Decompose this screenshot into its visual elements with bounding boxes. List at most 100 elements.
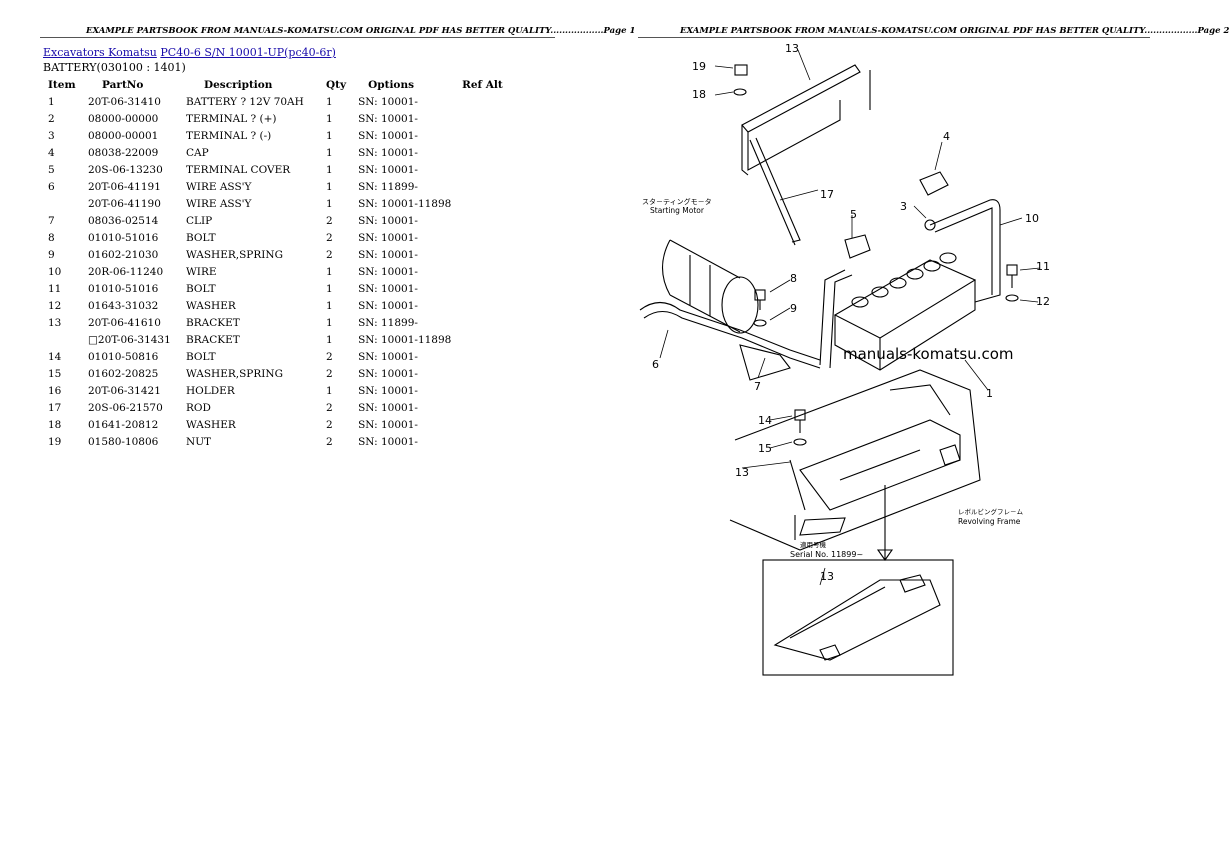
- cell-qty: 2: [326, 401, 333, 414]
- cell-qty: 1: [326, 282, 333, 295]
- cell-partno: 08038-22009: [88, 146, 159, 159]
- cell-qty: 1: [326, 316, 333, 329]
- cell-description: HOLDER: [186, 384, 235, 397]
- callout-10: 10: [1025, 212, 1039, 225]
- cell-refalt: [456, 93, 509, 110]
- cell-refalt: [456, 195, 509, 212]
- cell-qty: 2: [326, 231, 333, 244]
- cell-refalt: [456, 331, 509, 348]
- small-parts-drawing: [733, 64, 1019, 446]
- cell-refalt: [456, 110, 509, 127]
- callout-17: 17: [820, 188, 834, 201]
- breadcrumb-link-model[interactable]: PC40-6 S/N 10001-UP(pc40-6r): [160, 46, 336, 59]
- wire-10-drawing: [929, 199, 1001, 303]
- cell-partno: 20S-06-21570: [88, 401, 163, 414]
- cell-options: SN: 10001-: [358, 231, 418, 244]
- cell-item: 18: [48, 418, 62, 431]
- cell-refalt: [456, 382, 509, 399]
- cell-refalt: [456, 314, 509, 331]
- cell-options: SN: 11899-: [358, 180, 418, 193]
- callout-13-mid: 13: [735, 466, 749, 479]
- cell-options: SN: 10001-: [358, 95, 418, 108]
- page-header-left: EXAMPLE PARTSBOOK FROM MANUALS-KOMATSU.C…: [86, 26, 636, 36]
- cell-refalt: [456, 297, 509, 314]
- callout-leaders: [659, 49, 1041, 586]
- cell-partno: 20T-06-41610: [88, 316, 161, 329]
- cell-qty: 2: [326, 248, 333, 261]
- cell-description: BRACKET: [186, 316, 240, 329]
- callout-19: 19: [692, 60, 706, 73]
- cell-qty: 1: [326, 146, 333, 159]
- cell-qty: 1: [326, 384, 333, 397]
- cell-item: 8: [48, 231, 55, 244]
- cell-refalt: [456, 178, 509, 195]
- header-rule-right: [638, 37, 1150, 38]
- cell-options: SN: 10001-: [358, 265, 418, 278]
- cell-qty: 1: [326, 197, 333, 210]
- breadcrumb-link-excavators[interactable]: Excavators Komatsu: [43, 46, 157, 59]
- cell-options: SN: 10001-: [358, 146, 418, 159]
- cell-item: 6: [48, 180, 55, 193]
- cell-qty: 1: [326, 112, 333, 125]
- callout-3: 3: [900, 200, 907, 213]
- cell-partno: 01010-51016: [88, 231, 159, 244]
- cell-refalt: [456, 127, 509, 144]
- col-header-options: Options: [368, 78, 414, 91]
- cell-partno: 08000-00001: [88, 129, 159, 142]
- cell-partno: 20T-06-41190: [88, 197, 161, 210]
- cell-partno: 01580-10806: [88, 435, 159, 448]
- cell-item: 15: [48, 367, 62, 380]
- breadcrumb: Excavators Komatsu PC40-6 S/N 10001-UP(p…: [43, 46, 336, 59]
- cell-partno: 20T-06-31421: [88, 384, 161, 397]
- cell-partno: 20S-06-13230: [88, 163, 163, 176]
- cell-description: BOLT: [186, 282, 216, 295]
- cell-refalt: [456, 399, 509, 416]
- table-row: 4 08038-22009 CAP 1 SN: 10001-: [42, 144, 509, 161]
- cell-options: SN: 10001-11898: [358, 197, 452, 210]
- callout-13-top: 13: [785, 42, 799, 55]
- cell-item: 2: [48, 112, 55, 125]
- cell-qty: 1: [326, 180, 333, 193]
- diagram-labels: スタ－ティングモ－タ Starting Motor manuals-komats…: [642, 197, 1024, 559]
- cell-partno: 08036-02514: [88, 214, 159, 227]
- callout-13-inset: 13: [820, 570, 834, 583]
- cell-qty: 2: [326, 367, 333, 380]
- cell-item: 4: [48, 146, 55, 159]
- cell-refalt: [456, 144, 509, 161]
- cell-partno: 01643-31032: [88, 299, 159, 312]
- cell-options: SN: 11899-: [358, 316, 418, 329]
- callout-8: 8: [790, 272, 797, 285]
- page-header-right: EXAMPLE PARTSBOOK FROM MANUALS-KOMATSU.C…: [680, 26, 1229, 36]
- cell-partno: 20T-06-31410: [88, 95, 161, 108]
- cell-description: NUT: [186, 435, 212, 448]
- cell-partno: 01641-20812: [88, 418, 159, 431]
- cell-item: 3: [48, 129, 55, 142]
- callout-1: 1: [986, 387, 993, 400]
- cell-item: 1: [48, 95, 55, 108]
- callout-7: 7: [754, 380, 761, 393]
- callout-14: 14: [758, 414, 772, 427]
- callout-9: 9: [790, 302, 797, 315]
- cell-qty: 1: [326, 299, 333, 312]
- cell-description: WIRE: [186, 265, 217, 278]
- cell-item: [42, 195, 82, 212]
- col-header-description: Description: [204, 78, 273, 91]
- cell-description: CAP: [186, 146, 209, 159]
- table-header-row: Item PartNo Description Qty Options Ref …: [42, 76, 509, 93]
- callout-15: 15: [758, 442, 772, 455]
- cell-options: SN: 10001-: [358, 163, 418, 176]
- cell-partno: 01010-51016: [88, 282, 159, 295]
- cell-partno: 20T-06-41191: [88, 180, 161, 193]
- cell-description: BATTERY ? 12V 70AH: [186, 95, 304, 108]
- cell-refalt: [456, 246, 509, 263]
- cell-item: 14: [48, 350, 62, 363]
